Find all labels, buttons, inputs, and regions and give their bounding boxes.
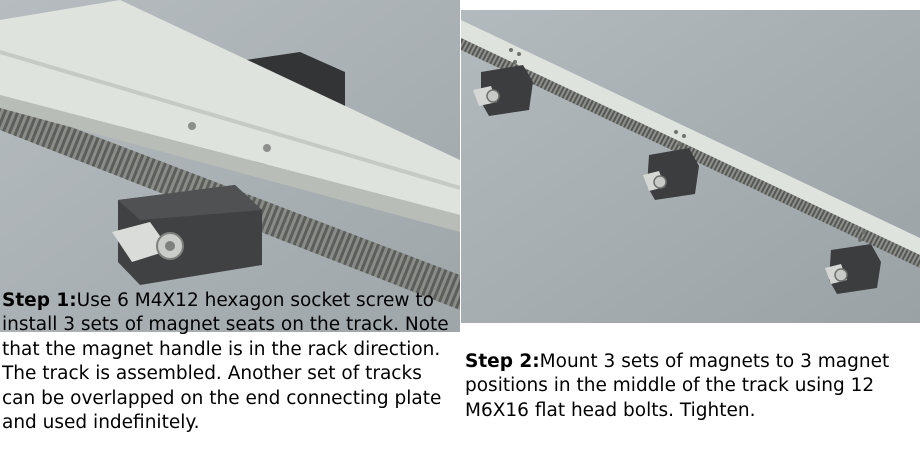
step2-illustration	[461, 10, 920, 323]
step1-text: Use 6 M4X12 hexagon socket screw to inst…	[2, 290, 449, 434]
step2-label: Step 2:	[465, 351, 540, 372]
step1-label: Step 1:	[2, 290, 77, 311]
step1-caption: Step 1:Use 6 M4X12 hexagon socket screw …	[2, 289, 457, 435]
step2-text: Mount 3 sets of magnets to 3 magnet posi…	[465, 351, 890, 421]
step1-illustration	[0, 0, 460, 332]
step2-caption: Step 2:Mount 3 sets of magnets to 3 magn…	[465, 350, 915, 423]
